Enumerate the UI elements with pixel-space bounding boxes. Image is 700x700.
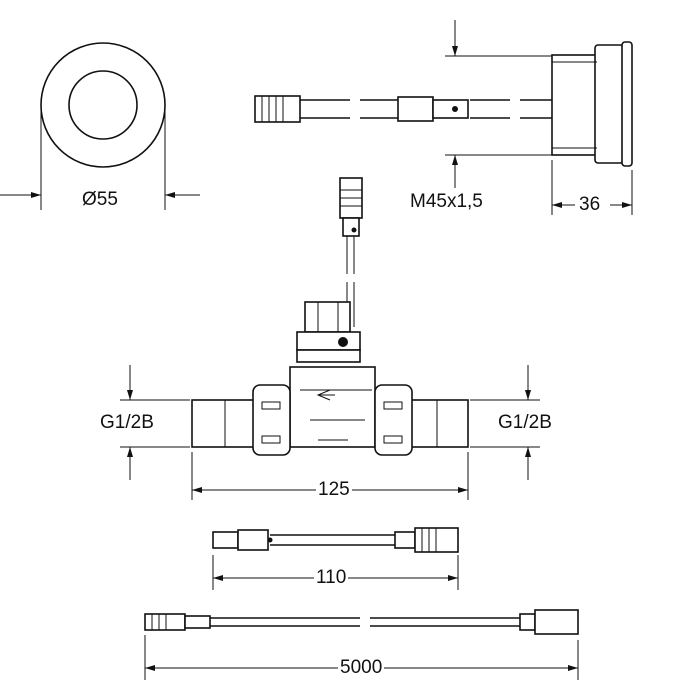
solenoid-valve: [120, 177, 540, 500]
button-side-view: [254, 20, 633, 215]
long-cable-length-label: 5000: [338, 657, 385, 679]
valve-length-label: 125: [316, 479, 352, 501]
connection-right-label: G1/2B: [498, 412, 552, 433]
connection-left-label: G1/2B: [100, 412, 154, 433]
short-cable: [212, 527, 459, 590]
depth-label: 36: [577, 194, 603, 216]
short-cable-length-label: 110: [314, 567, 349, 589]
button-front-view: [0, 42, 200, 210]
thread-label: M45x1,5: [410, 191, 483, 212]
diameter-label: Ø55: [80, 189, 120, 211]
